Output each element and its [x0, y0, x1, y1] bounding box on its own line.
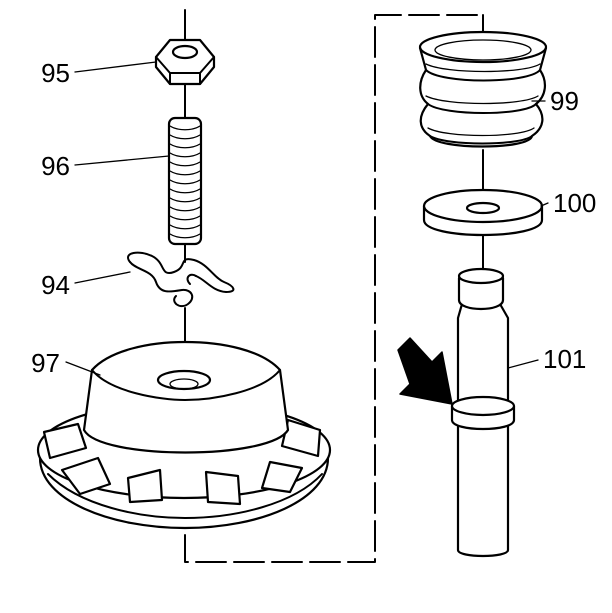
dashed-connector: [184, 14, 484, 563]
callout-99: 99: [550, 86, 579, 116]
thread-line: [169, 125, 201, 131]
callout-95: 95: [41, 58, 70, 88]
callout-100: 100: [553, 188, 596, 218]
arrow-right-down-icon: [397, 337, 453, 405]
thread-line: [169, 224, 201, 230]
coil-spring: [418, 30, 548, 148]
thread-line: [169, 215, 201, 221]
hex-nut: [154, 38, 216, 86]
thread-line: [169, 161, 201, 167]
threaded-stud: [167, 116, 203, 246]
thread-line: [169, 179, 201, 185]
leader-lines: [65, 61, 549, 376]
wire-clip: [127, 251, 235, 308]
thread-line: [169, 188, 201, 194]
thread-line: [169, 197, 201, 203]
spring-mount: [36, 340, 332, 530]
thread-line: [169, 233, 201, 239]
callout-96: 96: [41, 151, 70, 181]
callout-labels: 95 96 94 97 99 100 101: [31, 58, 596, 378]
thread-line: [169, 152, 201, 158]
callout-97: 97: [31, 348, 60, 378]
callout-94: 94: [41, 270, 70, 300]
shaft: [450, 267, 516, 558]
thread-line: [169, 170, 201, 176]
thread-line: [169, 143, 201, 149]
callout-101: 101: [543, 344, 586, 374]
washer: [422, 188, 544, 237]
thread-line: [169, 134, 201, 140]
thread-line: [169, 206, 201, 212]
